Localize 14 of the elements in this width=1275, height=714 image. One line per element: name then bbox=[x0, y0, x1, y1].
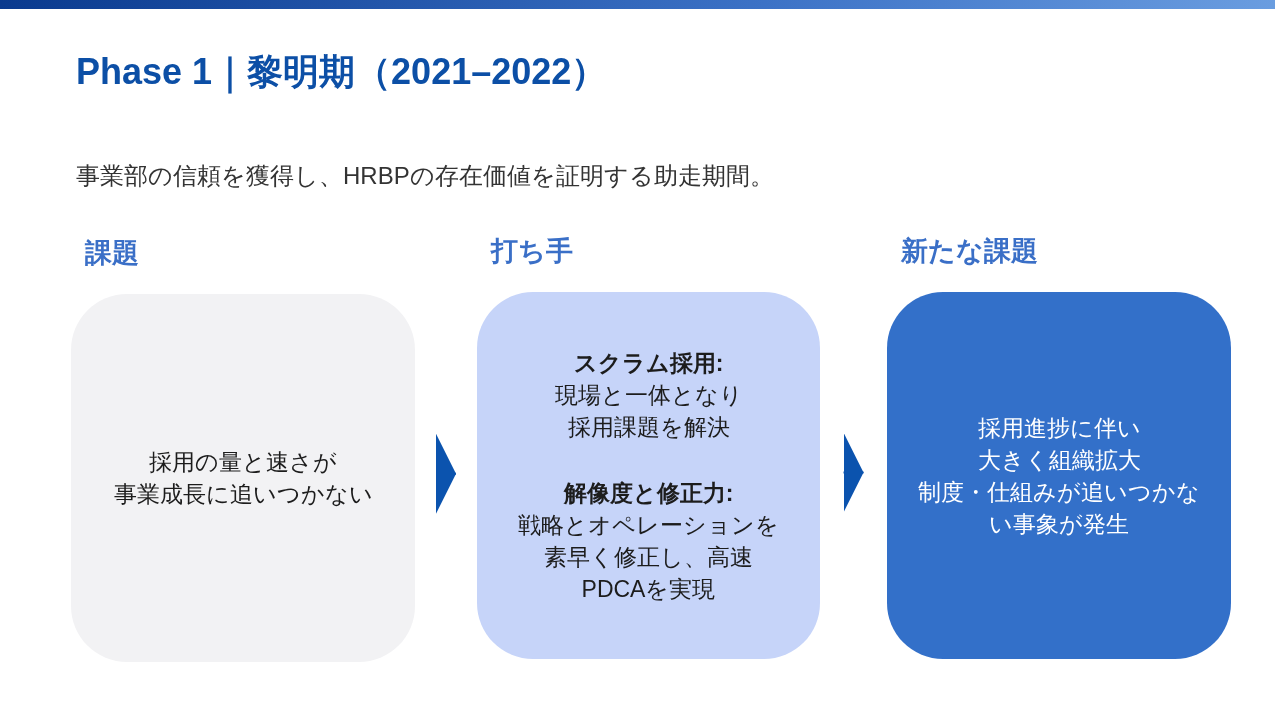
box-text: 採用進捗に伴い大きく組織拡大 bbox=[976, 413, 1142, 475]
chevron-arrow bbox=[435, 433, 457, 514]
column-heading: 課題 bbox=[85, 236, 139, 269]
box-text: 現場と一体となり採用課題を解決 bbox=[553, 380, 744, 442]
column-heading: 打ち手 bbox=[491, 234, 573, 267]
slide-title: Phase 1｜黎明期（2021–2022） bbox=[76, 50, 608, 94]
box-subheading: 解像度と修正力: bbox=[563, 478, 734, 508]
box-subheading: スクラム採用: bbox=[573, 348, 724, 378]
box-text: 戦略とオペレーションを素早く修正し、高速PDCAを実現 bbox=[517, 510, 780, 604]
chevron-arrow bbox=[842, 432, 865, 513]
subtitle-text: 事業部の信頼を獲得し、HRBPの存在価値を証明する助走期間。 bbox=[76, 161, 774, 191]
box-text: 制度・仕組みが追いつかない事象が発生 bbox=[917, 477, 1201, 539]
column-heading: 新たな課題 bbox=[901, 234, 1038, 267]
box-text: 採用の量と速さが事業成長に追いつかない bbox=[112, 448, 374, 509]
